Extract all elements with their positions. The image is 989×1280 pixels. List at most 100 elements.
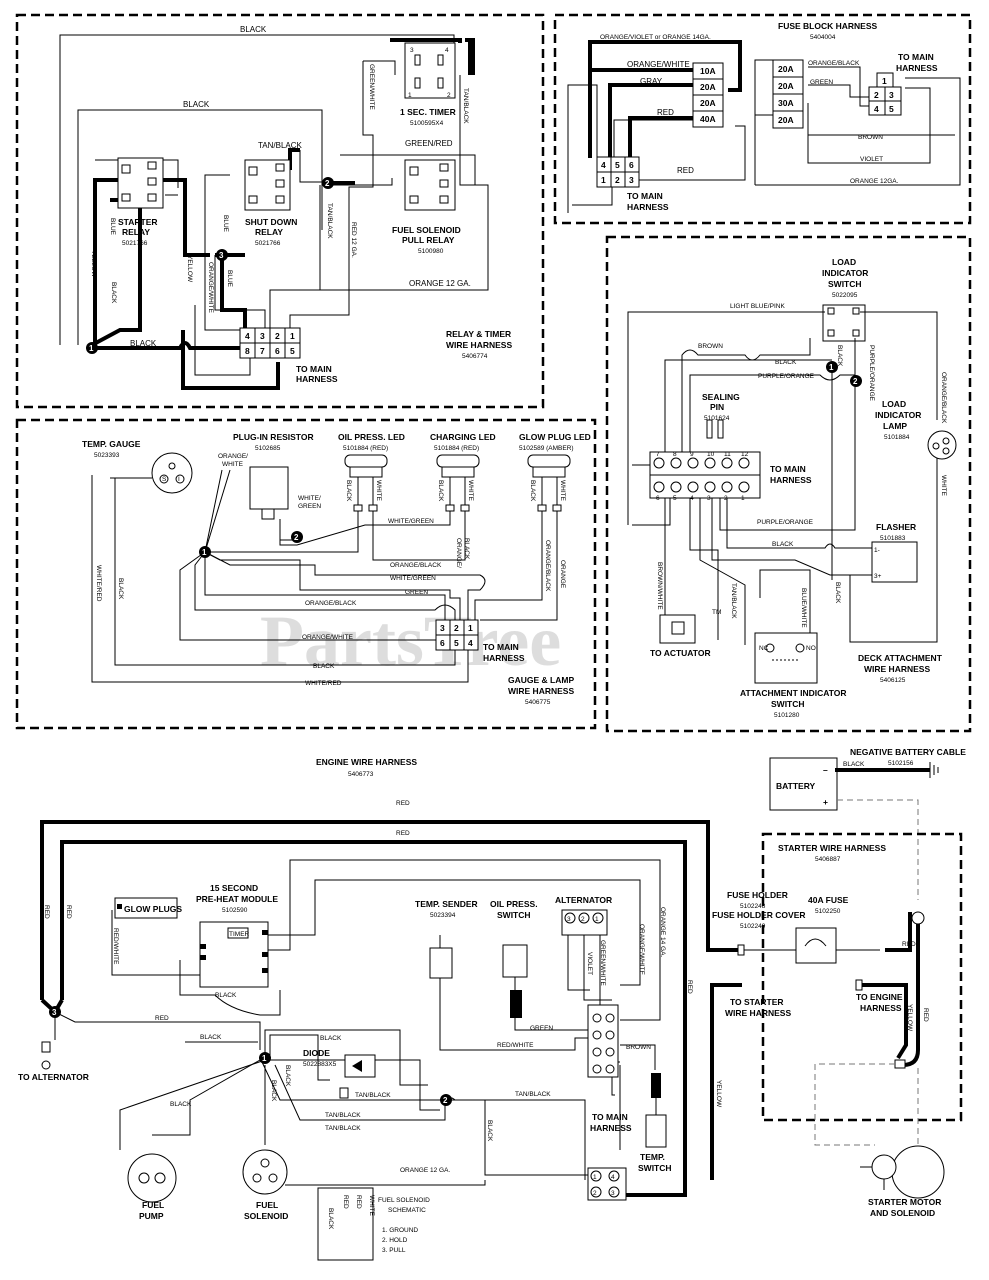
- deck-pin-label: 4: [690, 495, 694, 502]
- svg-text:1. GROUND: 1. GROUND: [382, 1227, 418, 1234]
- svg-text:TO ENGINE: TO ENGINE: [856, 992, 903, 1002]
- svg-text:WHITE: WHITE: [559, 480, 566, 502]
- svg-text:5101884 (RED): 5101884 (RED): [343, 445, 388, 452]
- svg-text:HARNESS: HARNESS: [627, 202, 669, 212]
- deck-border: [605, 235, 972, 733]
- relay-timer-border: [15, 13, 545, 409]
- svg-text:WHITE: WHITE: [467, 480, 474, 502]
- svg-text:AND SOLENOID: AND SOLENOID: [870, 1208, 935, 1218]
- svg-text:BLACK: BLACK: [183, 100, 210, 109]
- svg-text:RED: RED: [922, 1008, 929, 1022]
- svg-text:WHITE/: WHITE/: [298, 495, 321, 502]
- battery-starter: BATTERY – + NEGATIVE BATTERY CABLE 51021…: [712, 747, 966, 1218]
- svg-text:BLUE: BLUE: [226, 270, 233, 288]
- load-lamp: [927, 430, 957, 460]
- svg-text:LIGHT BLUE/PINK: LIGHT BLUE/PINK: [730, 303, 785, 310]
- svg-text:GLOW PLUGS: GLOW PLUGS: [124, 904, 182, 914]
- svg-text:5022095: 5022095: [832, 292, 858, 299]
- deck-pin: [721, 481, 733, 493]
- svg-text:5022883X5: 5022883X5: [303, 1061, 337, 1068]
- svg-text:2: 2: [454, 623, 459, 633]
- svg-text:5: 5: [290, 346, 295, 356]
- svg-text:INDICATOR: INDICATOR: [875, 410, 921, 420]
- fuel-solenoid: [242, 1149, 288, 1195]
- svg-text:2: 2: [593, 1190, 597, 1197]
- svg-text:1: 1: [593, 1174, 597, 1181]
- svg-text:RED: RED: [657, 108, 674, 117]
- svg-text:2: 2: [294, 533, 299, 542]
- svg-text:OIL PRESS. LED: OIL PRESS. LED: [338, 432, 405, 442]
- deck-pin: [670, 457, 682, 469]
- svg-text:ORANGE/WHITE: ORANGE/WHITE: [207, 262, 214, 314]
- svg-text:1: 1: [408, 92, 412, 99]
- svg-text:5102589 (AMBER): 5102589 (AMBER): [519, 445, 574, 452]
- battery-box: [769, 757, 838, 811]
- svg-text:PUMP: PUMP: [139, 1211, 164, 1221]
- svg-text:NC: NC: [759, 645, 769, 652]
- deck-pin-label: 9: [690, 451, 694, 458]
- svg-text:FUEL: FUEL: [142, 1200, 164, 1210]
- svg-text:1: 1: [202, 548, 207, 557]
- svg-text:20A: 20A: [778, 115, 794, 125]
- timer-title: 1 SEC. TIMER: [400, 107, 456, 117]
- svg-text:TO MAIN: TO MAIN: [770, 464, 806, 474]
- svg-text:3: 3: [629, 175, 634, 185]
- svg-text:RELAY: RELAY: [255, 227, 283, 237]
- svg-text:5: 5: [889, 104, 894, 114]
- svg-text:BLACK: BLACK: [130, 339, 157, 348]
- svg-text:GRAY: GRAY: [640, 77, 663, 86]
- svg-text:LOAD: LOAD: [832, 257, 856, 267]
- svg-text:TAN/BLACK: TAN/BLACK: [355, 1092, 391, 1099]
- svg-text:TIMER: TIMER: [229, 931, 250, 938]
- svg-text:WHITE: WHITE: [222, 461, 244, 468]
- svg-text:10A: 10A: [700, 66, 716, 76]
- glow-plugs-box: [114, 897, 178, 919]
- svg-text:BLACK: BLACK: [320, 1035, 342, 1042]
- watermark: PartsTree: [260, 601, 561, 681]
- svg-text:2. HOLD: 2. HOLD: [382, 1237, 408, 1244]
- svg-text:WHITE/GREEN: WHITE/GREEN: [388, 518, 434, 525]
- flasher-box: [871, 541, 918, 583]
- deck-pin: [738, 457, 750, 469]
- svg-text:PRE-HEAT MODULE: PRE-HEAT MODULE: [196, 894, 278, 904]
- svg-text:BLACK: BLACK: [200, 1034, 222, 1041]
- svg-text:TO ALTERNATOR: TO ALTERNATOR: [18, 1072, 89, 1082]
- svg-text:5100980: 5100980: [418, 248, 444, 255]
- svg-text:5101624: 5101624: [704, 415, 730, 422]
- svg-text:RED 12 GA.: RED 12 GA.: [350, 222, 357, 258]
- svg-text:5406773: 5406773: [348, 771, 374, 778]
- svg-text:BROWN/WHITE: BROWN/WHITE: [656, 562, 663, 610]
- svg-text:BLACK: BLACK: [240, 25, 267, 34]
- svg-text:BROWN: BROWN: [626, 1044, 651, 1051]
- svg-text:3. PULL: 3. PULL: [382, 1247, 406, 1254]
- svg-text:5406887: 5406887: [815, 856, 841, 863]
- svg-text:4: 4: [468, 638, 473, 648]
- svg-text:5406774: 5406774: [462, 353, 488, 360]
- svg-text:4: 4: [245, 331, 250, 341]
- attach-switch-box: [754, 632, 818, 684]
- svg-text:YELLOW: YELLOW: [906, 1004, 913, 1032]
- svg-text:BLACK: BLACK: [313, 663, 335, 670]
- svg-text:1: 1: [468, 623, 473, 633]
- deck-pin-label: 2: [724, 495, 728, 502]
- svg-text:GREEN: GREEN: [810, 79, 833, 86]
- svg-text:ORANGE/BLACK: ORANGE/BLACK: [305, 600, 357, 607]
- svg-text:TAN/BLACK: TAN/BLACK: [515, 1091, 551, 1098]
- svg-text:SWITCH: SWITCH: [771, 699, 805, 709]
- svg-text:BLACK: BLACK: [834, 582, 841, 604]
- svg-text:5404004: 5404004: [810, 34, 836, 41]
- deck-pin-label: 7: [656, 451, 660, 458]
- svg-text:BLUE: BLUE: [222, 215, 229, 233]
- svg-text:FUSE HOLDER COVER: FUSE HOLDER COVER: [712, 910, 806, 920]
- svg-text:TEMP. GAUGE: TEMP. GAUGE: [82, 439, 141, 449]
- svg-text:ORANGE 12 GA.: ORANGE 12 GA.: [409, 279, 471, 288]
- svg-text:ATTACHMENT INDICATOR: ATTACHMENT INDICATOR: [740, 688, 847, 698]
- svg-text:4: 4: [874, 104, 879, 114]
- svg-text:1: 1: [595, 916, 599, 923]
- svg-text:BLACK: BLACK: [284, 1065, 291, 1087]
- svg-text:2: 2: [275, 331, 280, 341]
- svg-text:PURPLE/ORANGE: PURPLE/ORANGE: [757, 519, 814, 526]
